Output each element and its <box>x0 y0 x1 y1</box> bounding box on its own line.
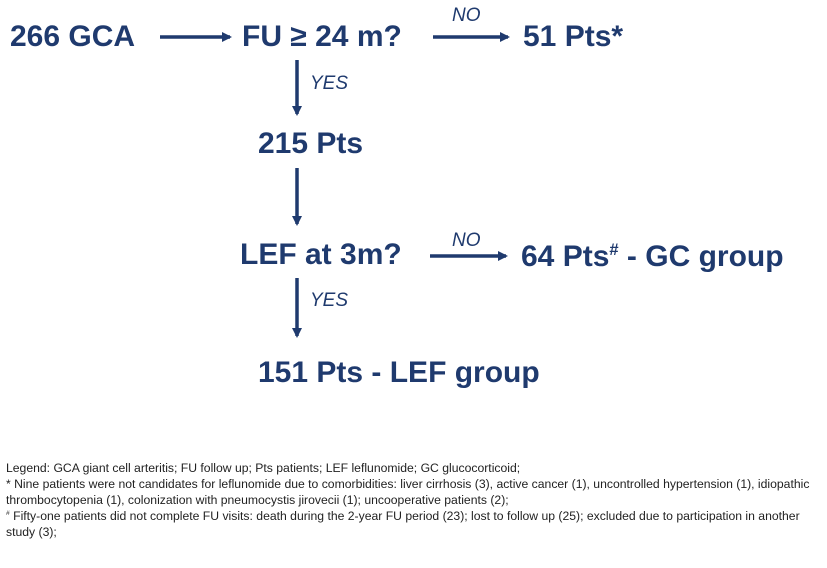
legend-line-hash: # Fifty-one patients did not complete FU… <box>6 508 821 540</box>
label-yes-2: YES <box>310 290 349 311</box>
hash-mark: # <box>609 241 619 259</box>
node-question-fu: FU ≥ 24 m? <box>242 20 402 53</box>
legend-hash-mark: # <box>6 509 10 517</box>
legend: Legend: GCA giant cell arteritis; FU fol… <box>6 460 821 540</box>
gc-group-label: - GC group <box>618 240 784 273</box>
label-no-2: NO <box>452 230 481 251</box>
node-gc-group: 64 Pts# - GC group <box>521 242 784 272</box>
legend-line-abbrev: Legend: GCA giant cell arteritis; FU fol… <box>6 461 521 475</box>
node-question-lef: LEF at 3m? <box>240 238 402 271</box>
node-excluded-51: 51 Pts* <box>523 20 624 53</box>
legend-hash-text: Fifty-one patients did not complete FU v… <box>6 509 800 539</box>
label-yes-1: YES <box>310 73 349 94</box>
legend-line-asterisk: * Nine patients were not candidates for … <box>6 477 810 507</box>
node-start: 266 GCA <box>10 20 136 53</box>
node-215-pts: 215 Pts <box>258 127 364 160</box>
label-no-1: NO <box>452 5 481 26</box>
gc-group-count: 64 Pts <box>521 240 610 273</box>
node-lef-group: 151 Pts - LEF group <box>258 356 540 389</box>
